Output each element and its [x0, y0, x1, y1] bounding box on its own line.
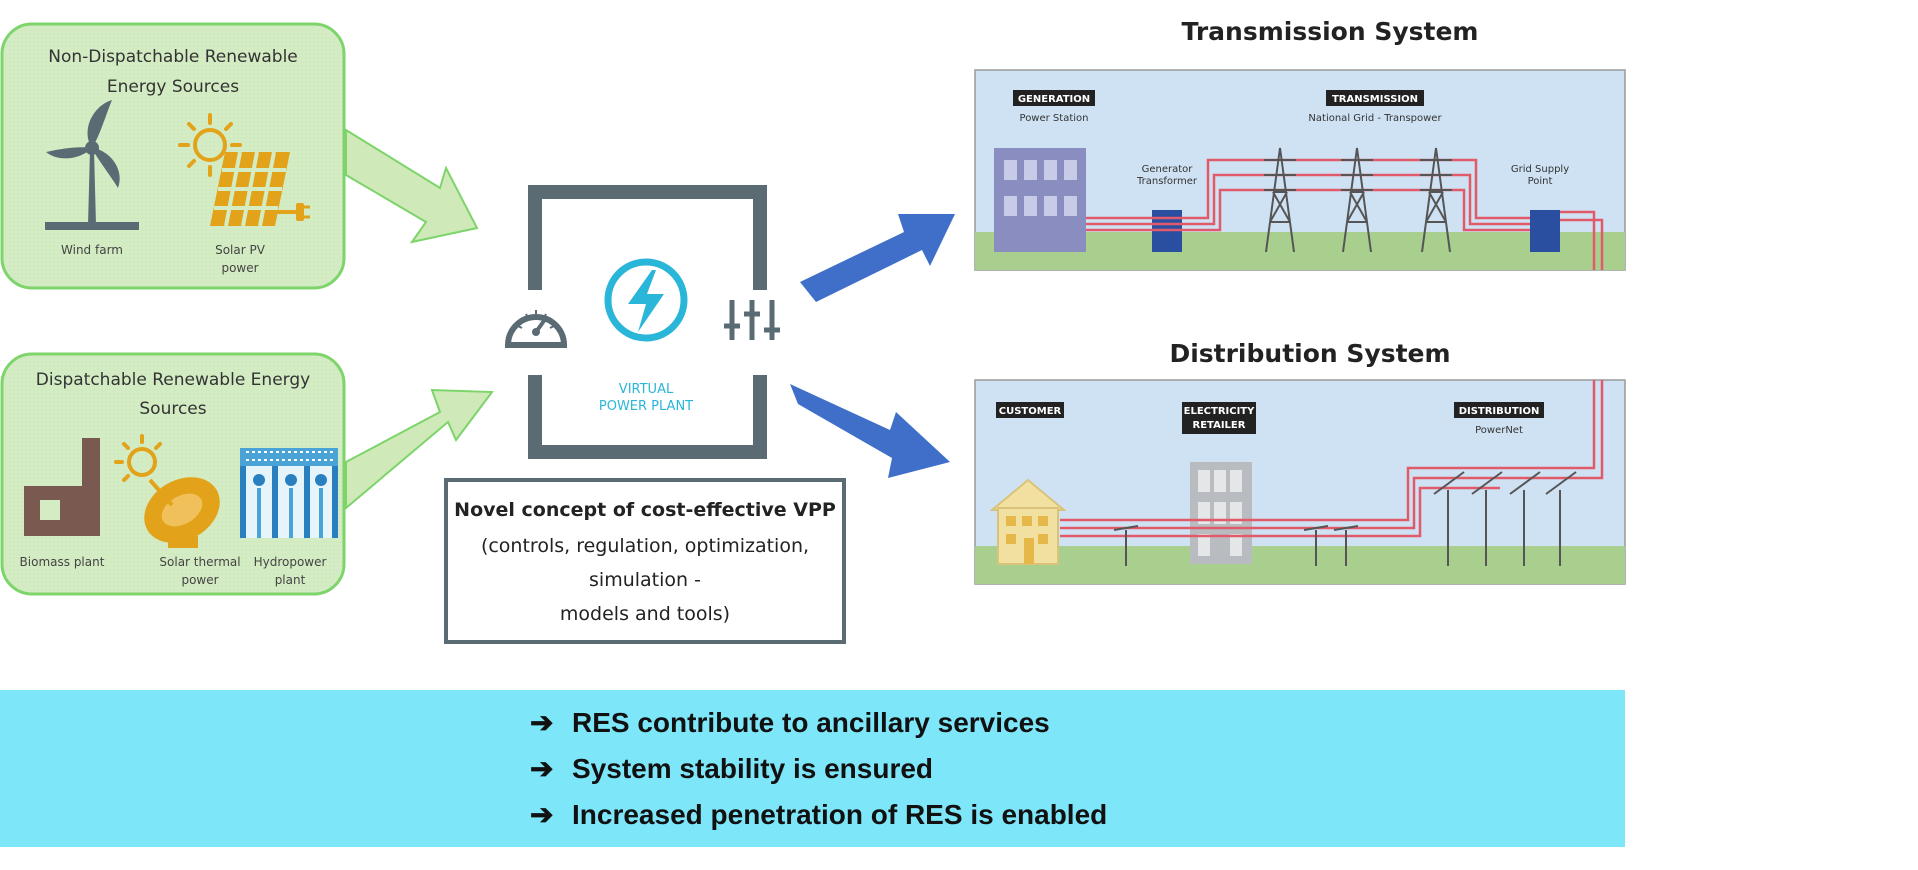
blue-arrow-top: [800, 214, 955, 302]
novel-line4: models and tools): [560, 603, 730, 625]
solar-pv-label-line1: Solar PV: [215, 243, 266, 257]
solar-thermal-label-line1: Solar thermal: [159, 555, 240, 569]
transmission-system: Transmission System GENERATION Power Sta…: [974, 17, 1626, 271]
sliders-icon: [724, 300, 780, 340]
arrow-right-icon: ➔: [530, 707, 553, 738]
transmission-pylons: [1264, 147, 1452, 253]
dispatchable-sources-box: Dispatchable Renewable Energy Sources Bi…: [0, 352, 346, 596]
arrow-right-icon: ➔: [530, 753, 553, 784]
retailer-building-icon: [1190, 462, 1252, 564]
solar-pv-label-line2: power: [221, 261, 258, 275]
distribution-title: Distribution System: [1169, 339, 1450, 368]
customer-tag: CUSTOMER: [999, 406, 1062, 417]
vpp-label-line1: VIRTUAL: [619, 382, 674, 397]
banner-item-2: ➔ System stability is ensured: [530, 753, 933, 784]
gen-transformer-line1: Generator: [1142, 164, 1194, 175]
dispatchable-title-line2: Sources: [139, 399, 206, 419]
retailer-tag-line1: ELECTRICITY: [1184, 406, 1255, 417]
distribution-system: Distribution System CUSTOMER ELECTRICITY…: [974, 339, 1626, 585]
house-icon: [989, 478, 1067, 565]
transmission-title: Transmission System: [1182, 17, 1479, 46]
virtual-power-plant: VIRTUAL POWER PLANT: [504, 185, 780, 459]
novel-line3: simulation -: [589, 569, 701, 591]
banner-item-text: RES contribute to ancillary services: [572, 707, 1050, 738]
grid-supply-line2: Point: [1528, 176, 1553, 187]
gauge-icon: [504, 310, 568, 348]
transmission-sub: National Grid - Transpower: [1308, 113, 1442, 124]
biomass-plant-icon: [24, 438, 100, 536]
grid-supply-line1: Grid Supply: [1511, 164, 1569, 175]
arrow-right-icon: ➔: [530, 799, 553, 830]
blue-arrow-bottom: [790, 384, 950, 478]
green-arrow-top: [345, 128, 479, 244]
distribution-sub: PowerNet: [1475, 425, 1523, 436]
transmission-tag: TRANSMISSION: [1332, 94, 1418, 105]
hydropower-icon: [240, 448, 338, 538]
lightning-bolt-icon: [604, 258, 688, 342]
grid-supply-point-icon: [1530, 210, 1560, 252]
solar-thermal-label-line2: power: [181, 573, 218, 587]
generation-sub: Power Station: [1020, 113, 1089, 124]
distribution-poles: [1113, 471, 1577, 566]
hydropower-label-line2: plant: [275, 573, 306, 587]
novel-line1: Novel concept of cost-effective VPP: [454, 499, 836, 521]
non-dispatchable-title-line1: Non-Dispatchable Renewable: [48, 47, 298, 67]
non-dispatchable-title-line2: Energy Sources: [107, 77, 239, 97]
gen-transformer-line2: Transformer: [1136, 176, 1198, 187]
distribution-tag: DISTRIBUTION: [1459, 406, 1540, 417]
vpp-label-line2: POWER PLANT: [599, 399, 693, 414]
banner-item-text: System stability is ensured: [572, 753, 933, 784]
hydropower-label-line1: Hydropower: [254, 555, 327, 569]
retailer-tag-line2: RETAILER: [1193, 420, 1246, 431]
wind-farm-label: Wind farm: [61, 243, 123, 257]
green-arrow-bottom: [345, 388, 494, 511]
solar-pv-icon: [178, 113, 310, 227]
generation-tag: GENERATION: [1018, 94, 1090, 105]
outcomes-banner: ➔ RES contribute to ancillary services ➔…: [0, 690, 1625, 847]
novel-line2: (controls, regulation, optimization,: [481, 535, 809, 557]
biomass-plant-label: Biomass plant: [20, 555, 105, 569]
banner-item-3: ➔ Increased penetration of RES is enable…: [530, 799, 1107, 830]
power-station-icon: [994, 148, 1086, 252]
dispatchable-title-line1: Dispatchable Renewable Energy: [36, 370, 310, 390]
distribution-power-lines: [1060, 380, 1604, 538]
banner-item-1: ➔ RES contribute to ancillary services: [530, 707, 1050, 738]
banner-item-text: Increased penetration of RES is enabled: [572, 799, 1107, 830]
novel-concept-box: Novel concept of cost-effective VPP (con…: [444, 478, 846, 644]
wind-turbine-icon: [45, 100, 139, 230]
non-dispatchable-sources-box: Non-Dispatchable Renewable Energy Source…: [0, 22, 346, 290]
solar-thermal-icon: [114, 434, 220, 548]
